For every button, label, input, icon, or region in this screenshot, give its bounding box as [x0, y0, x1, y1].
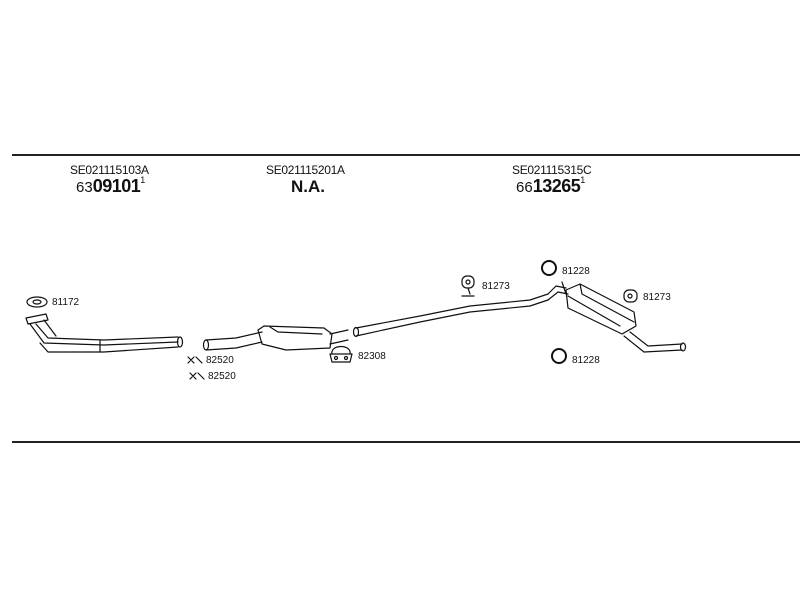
- front-gasket-part: [26, 296, 48, 308]
- group-3-bold: 13265: [532, 176, 581, 196]
- centre-silencer-part: [202, 325, 349, 351]
- front-downpipe-part: [25, 313, 184, 353]
- label-ring-top: 81228: [562, 266, 590, 277]
- group-3-code: SE021115315C: [512, 163, 592, 177]
- u-clamp-part: [329, 345, 353, 363]
- hanger-part-a: [461, 275, 475, 297]
- label-ring-bottom: 81228: [572, 355, 600, 366]
- label-clamp-b: 82520: [208, 371, 236, 382]
- group-2-na: N.A.: [291, 177, 325, 196]
- label-hanger-b: 81273: [643, 292, 671, 303]
- group-3-prefix: 66: [516, 179, 533, 196]
- top-divider: [12, 154, 800, 156]
- group-3-suffix: 1: [580, 175, 586, 185]
- label-hanger-a: 81273: [482, 281, 510, 292]
- ring-part-top: [541, 260, 557, 276]
- group-1-suffix: 1: [140, 175, 146, 185]
- group-2-code: SE021115201A: [266, 163, 345, 177]
- label-clamp-a: 82520: [206, 355, 234, 366]
- ring-part-bottom: [551, 348, 567, 364]
- clamp-icon-a: [187, 356, 203, 364]
- group-1-prefix: 63: [76, 179, 93, 196]
- middle-pipe-part: [352, 281, 569, 338]
- group-1-code: SE021115103A: [70, 163, 149, 177]
- clamp-icon-b: [189, 372, 205, 380]
- hanger-part-b: [623, 289, 638, 303]
- label-clamp-c: 82308: [358, 351, 386, 362]
- group-3-number: 66132651: [516, 175, 586, 197]
- label-gasket-front: 81172: [52, 297, 80, 308]
- bottom-divider: [12, 441, 800, 443]
- rear-silencer-part: [565, 283, 687, 353]
- group-1-bold: 09101: [92, 176, 141, 196]
- group-1-number: 63091011: [76, 175, 146, 197]
